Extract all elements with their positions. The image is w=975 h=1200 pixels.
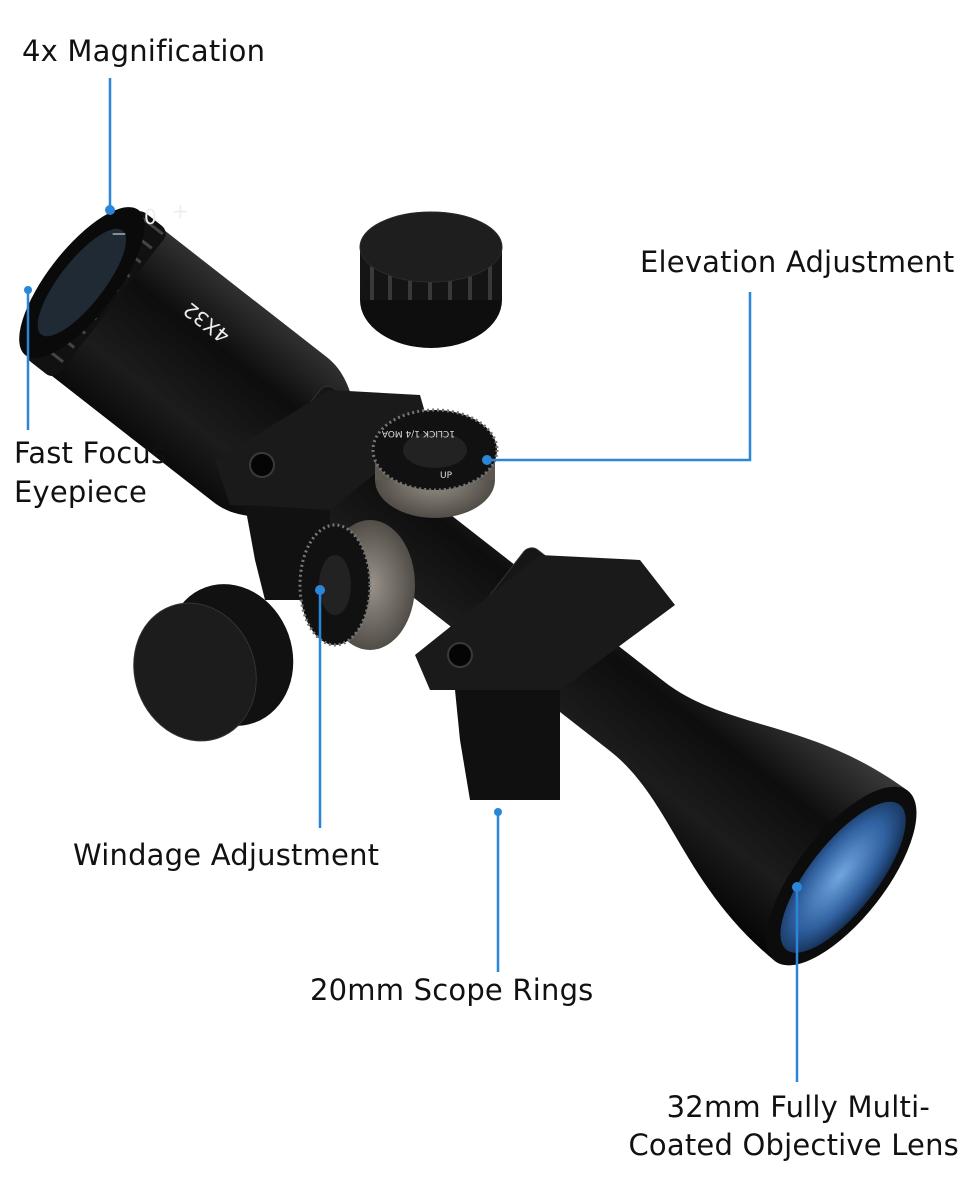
callout-lines [26, 78, 799, 1082]
label-objective-2: Coated Objective Lens [628, 1128, 959, 1162]
windage-turret [298, 520, 415, 650]
svg-text:1/4 MOA: 1/4 MOA [381, 428, 420, 438]
elevation-turret: 1CLICK 1/4 MOA UP [371, 408, 499, 518]
eyepiece-lens [37, 228, 127, 337]
svg-text:+: + [172, 199, 189, 223]
label-windage: Windage Adjustment [73, 838, 380, 872]
scope-rings [215, 390, 675, 800]
elevation-cap [359, 211, 503, 348]
windage-cap [133, 584, 294, 742]
label-objective-1: 32mm Fully Multi- [666, 1090, 930, 1124]
svg-text:1CLICK: 1CLICK [422, 428, 455, 438]
elevation-leader [487, 292, 752, 462]
label-elevation: Elevation Adjustment [640, 245, 955, 279]
diopter-marks: + 0 — [112, 199, 189, 242]
callout-dots [24, 205, 802, 892]
svg-text:UP: UP [440, 471, 453, 481]
label-magnification: 4x Magnification [22, 34, 266, 68]
svg-text:—: — [112, 226, 126, 242]
label-eyepiece-2: Eyepiece [14, 475, 148, 509]
label-rings: 20mm Scope Rings [310, 973, 594, 1007]
objective-lens [780, 801, 906, 953]
label-eyepiece-1: Fast Focus [14, 436, 167, 470]
svg-text:0: 0 [144, 205, 157, 229]
